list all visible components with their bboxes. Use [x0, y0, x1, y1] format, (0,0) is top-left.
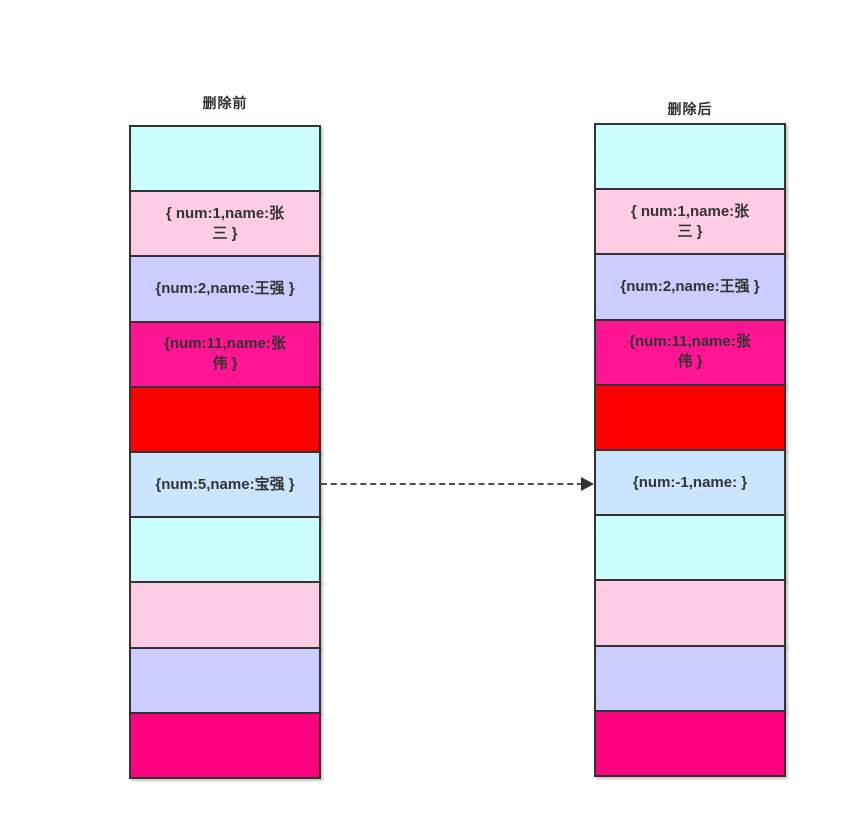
cell-text: { num:1,name:张 三 } — [630, 202, 750, 240]
arrowhead-icon — [581, 477, 594, 491]
memory-cell — [594, 383, 786, 452]
memory-cell: {num:2,name:王强 } — [594, 253, 786, 321]
memory-cell: {num:11,name:张 伟 } — [129, 320, 321, 388]
memory-cell — [129, 516, 321, 584]
memory-cell — [129, 581, 321, 649]
memory-cell — [129, 125, 321, 193]
memory-cell — [129, 385, 321, 454]
cell-text: { num:1,name:张 三 } — [165, 204, 285, 242]
memory-cell — [594, 514, 786, 582]
memory-cell — [129, 711, 321, 780]
memory-cell — [594, 123, 786, 191]
before-delete-title: 删除前 — [202, 95, 248, 111]
before-delete-column: { num:1,name:张 三 } {num:2,name:王强 } {num:1… — [129, 125, 321, 780]
after-delete-title: 删除后 — [667, 101, 713, 117]
cell-text: {num:-1,name: } — [632, 473, 748, 491]
memory-cell: {num:5,name:宝强 } — [129, 451, 321, 519]
memory-cell — [129, 646, 321, 714]
cell-text: {num:2,name:王强 } — [620, 278, 760, 295]
memory-cell — [594, 709, 786, 778]
memory-cell: {num:11,name:张 伟 } — [594, 318, 786, 386]
delete-move-dashed-line — [321, 483, 583, 485]
cell-text: {num:2,name:王强 } — [155, 280, 295, 297]
memory-cell: {num:-1,name: } — [594, 449, 786, 517]
cell-text: {num:11,name:张 伟 } — [164, 335, 286, 373]
memory-cell — [594, 579, 786, 647]
memory-cell: { num:1,name:张 三 } — [129, 190, 321, 258]
cell-text: {num:5,name:宝强 } — [155, 475, 295, 493]
after-delete-column: { num:1,name:张 三 } {num:2,name:王强 } {num:1… — [594, 123, 786, 778]
cell-text: {num:11,name:张 伟 } — [629, 333, 751, 371]
memory-cell: {num:2,name:王强 } — [129, 255, 321, 323]
memory-cell: { num:1,name:张 三 } — [594, 188, 786, 256]
memory-cell — [594, 644, 786, 712]
